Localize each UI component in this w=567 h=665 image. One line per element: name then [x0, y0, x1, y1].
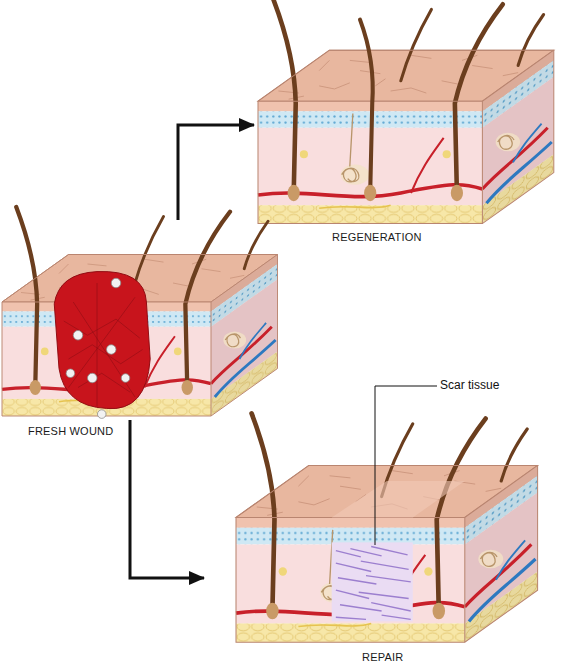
stage-label: FRESH WOUND — [28, 425, 113, 437]
regeneration-block — [258, 0, 554, 224]
fresh-wound-block — [2, 207, 278, 418]
callout-label: Scar tissue — [440, 378, 499, 392]
stage-label: REPAIR — [362, 651, 403, 663]
arrow-connector — [130, 420, 204, 578]
leader-line — [375, 386, 437, 545]
skin-block: REGENERATION — [255, 15, 557, 228]
arrow-connector — [178, 125, 254, 220]
stage-label: REGENERATION — [332, 231, 422, 243]
skin-block: REPAIR — [205, 418, 545, 646]
skin-block: FRESH WOUND — [0, 220, 285, 420]
repair-block — [236, 413, 538, 642]
